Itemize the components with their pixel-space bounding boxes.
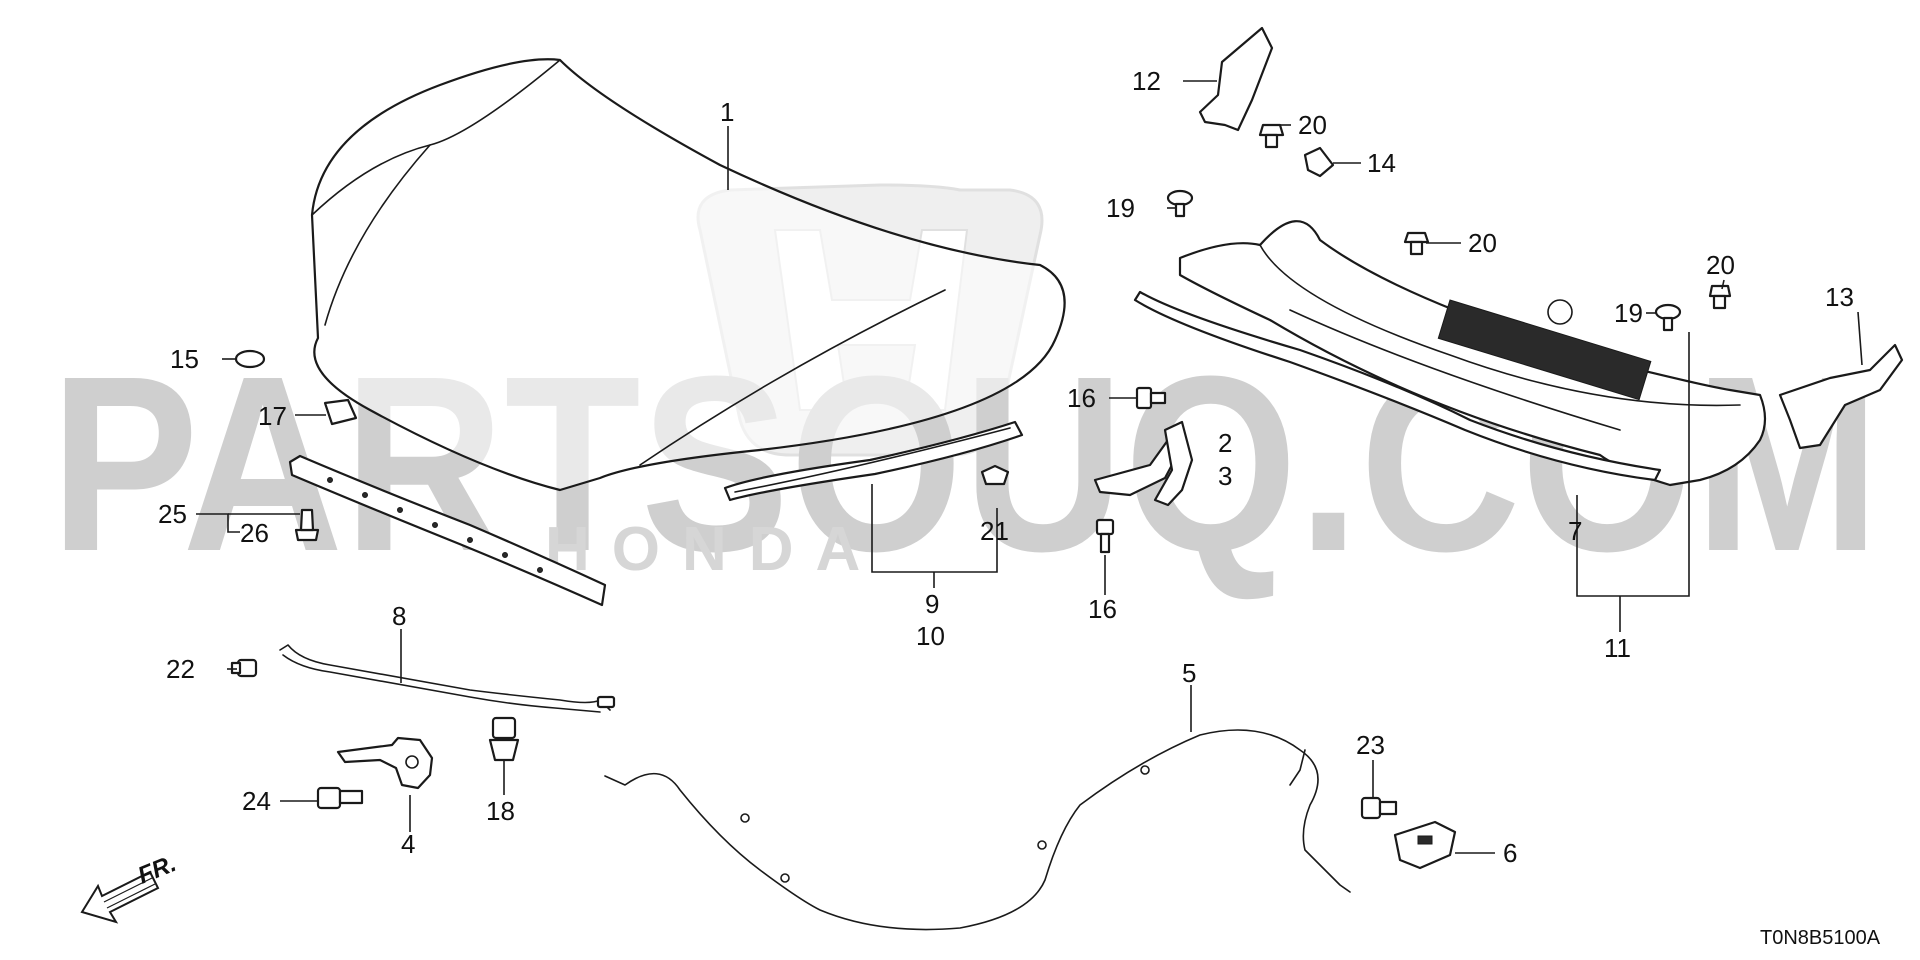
callout-23[interactable]: 23 (1356, 730, 1385, 760)
callout-20-middle[interactable]: 20 (1468, 228, 1497, 258)
hood-seal-part-25[interactable] (288, 454, 607, 607)
diagram-code: T0N8B5100A (1760, 927, 1881, 949)
callout-11[interactable]: 11 (1604, 633, 1631, 663)
support-rod-part-8[interactable] (279, 644, 616, 713)
callout-4[interactable]: 4 (401, 829, 415, 859)
callout-21[interactable]: 21 (980, 516, 1009, 546)
callout-7[interactable]: 7 (1568, 516, 1582, 546)
callout-25[interactable]: 25 (158, 499, 187, 529)
cowl-top-part-11[interactable] (1178, 220, 1767, 487)
clip-part-26[interactable] (294, 508, 320, 542)
leader-lines (196, 80, 1863, 854)
callout-15[interactable]: 15 (170, 344, 199, 374)
callout-24[interactable]: 24 (242, 786, 271, 816)
hood-latch-part-4[interactable] (336, 736, 434, 790)
release-handle-part-6[interactable] (1393, 820, 1457, 870)
clip-part-20-right[interactable] (1708, 284, 1732, 310)
front-label: FR. (134, 850, 180, 890)
cowl-side-part-12[interactable] (1198, 26, 1274, 132)
callout-1[interactable]: 1 (720, 97, 734, 127)
clip-part-18[interactable] (488, 716, 520, 762)
cowl-side-part-13[interactable] (1778, 343, 1904, 450)
clip-part-21[interactable] (980, 464, 1010, 486)
callout-2[interactable]: 2 (1218, 428, 1232, 458)
callout-6[interactable]: 6 (1503, 838, 1517, 868)
holder-part-22[interactable] (230, 658, 258, 678)
bolt-part-16-lower[interactable] (1095, 518, 1115, 554)
callout-3[interactable]: 3 (1218, 461, 1232, 491)
weatherstrip-part-9[interactable] (723, 420, 1024, 502)
callout-22[interactable]: 22 (166, 654, 195, 684)
callout-16-lower[interactable]: 16 (1088, 594, 1117, 624)
cushion-part-15[interactable] (234, 349, 266, 369)
cowl-seal-part-7[interactable] (1133, 290, 1662, 482)
callout-8[interactable]: 8 (392, 601, 406, 631)
bolt-part-23[interactable] (1360, 796, 1398, 820)
fastener-part-19-right[interactable] (1654, 303, 1682, 332)
callout-20-top[interactable]: 20 (1298, 110, 1327, 140)
callout-19-right[interactable]: 19 (1614, 298, 1643, 328)
fastener-part-19-left[interactable] (1166, 189, 1194, 218)
callout-14[interactable]: 14 (1367, 148, 1396, 178)
hood-hinge-part-2-3[interactable] (1093, 420, 1194, 507)
bolt-part-24[interactable] (316, 786, 364, 810)
callout-12[interactable]: 12 (1132, 66, 1161, 96)
clip-part-14[interactable] (1303, 146, 1335, 178)
callout-10[interactable]: 10 (916, 621, 945, 651)
hood-part-1[interactable] (310, 58, 1066, 492)
release-cable-part-5[interactable] (604, 729, 1351, 931)
callout-13[interactable]: 13 (1825, 282, 1854, 312)
callout-5[interactable]: 5 (1182, 658, 1196, 688)
stopper-part-17[interactable] (323, 398, 358, 426)
callout-9[interactable]: 9 (925, 589, 939, 619)
clip-part-20-middle[interactable] (1403, 231, 1430, 256)
callout-16-upper[interactable]: 16 (1067, 383, 1096, 413)
clip-part-20-top[interactable] (1258, 123, 1285, 149)
callout-20-right[interactable]: 20 (1706, 250, 1735, 280)
callout-19-left[interactable]: 19 (1106, 193, 1135, 223)
callout-17[interactable]: 17 (258, 401, 287, 431)
front-direction-arrow-icon (80, 870, 160, 924)
brand-watermark: HONDA (545, 515, 882, 584)
callout-18[interactable]: 18 (486, 796, 515, 826)
callout-26[interactable]: 26 (240, 518, 269, 548)
